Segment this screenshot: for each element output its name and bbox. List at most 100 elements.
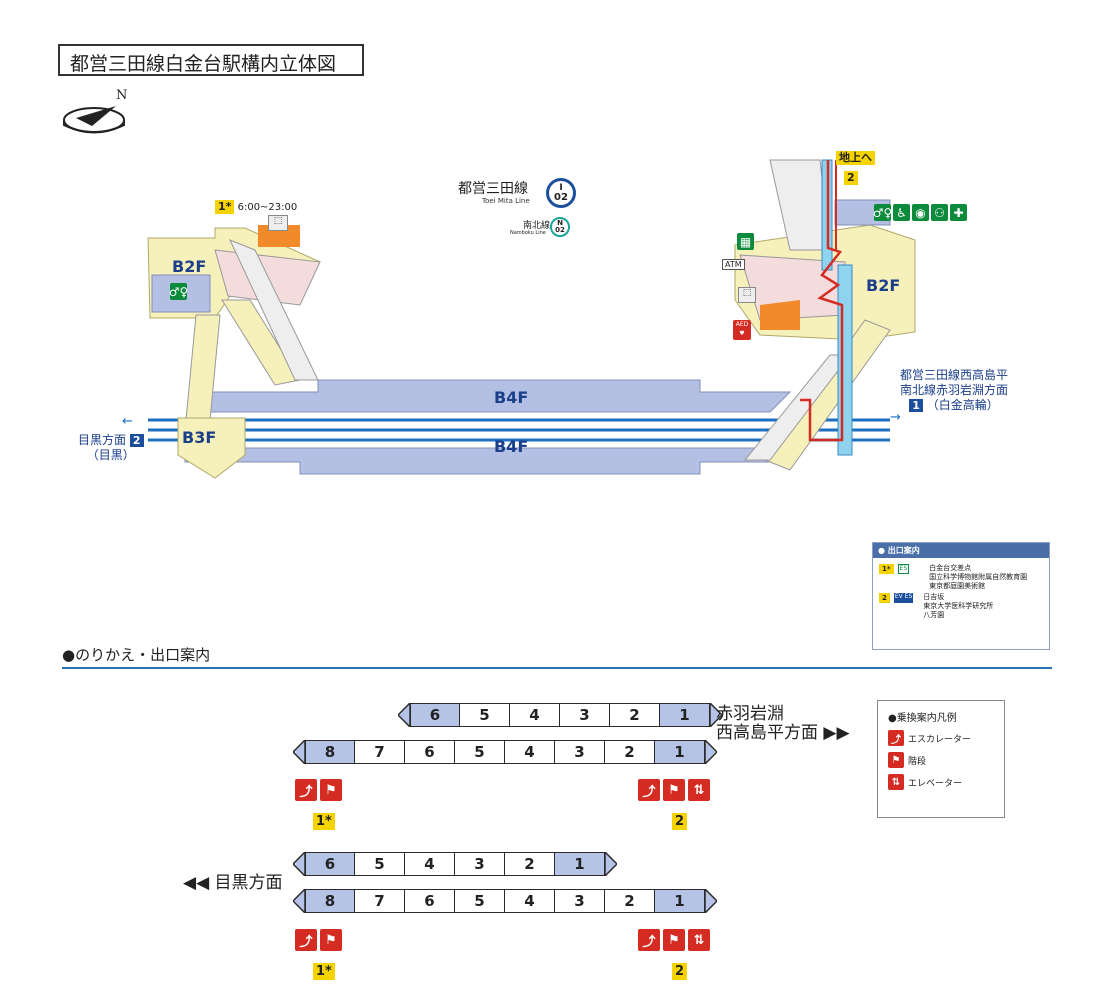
car: 3 bbox=[555, 740, 605, 764]
namboku-line-letter: N bbox=[557, 219, 563, 227]
train-nose-left-icon bbox=[398, 703, 410, 727]
car: 3 bbox=[555, 889, 605, 913]
direction-left-sub: （目黒） bbox=[86, 448, 135, 462]
toilet-icon: ♂♀ bbox=[872, 204, 893, 221]
platform-b4f-upper bbox=[204, 379, 792, 413]
stairs-icon: ⚑ bbox=[320, 929, 342, 951]
exit-guide-facility-2: EV ES bbox=[893, 593, 914, 603]
exit-guide-legend: ● 出口案内 1* ES 白金台交差点 国立科学博物館附属自然教育園 東京都庭園… bbox=[872, 542, 1050, 650]
direction-right: 都営三田線西高島平 南北線赤羽岩淵方面 1 （白金高輪） bbox=[900, 368, 1008, 413]
car: 5 bbox=[355, 852, 405, 876]
toilet-icon: ♂♀ bbox=[168, 283, 189, 300]
legend-stairs-label: 階段 bbox=[908, 756, 927, 767]
train-row-3: 6 5 4 3 2 1 bbox=[293, 852, 617, 876]
locker-icon: ▦ bbox=[737, 233, 754, 250]
exit-guide-dest: 八芳園 bbox=[923, 611, 945, 619]
exit-badge-1: 1* bbox=[313, 813, 335, 830]
exit-guide-dest: 東京大学医科学研究所 bbox=[923, 602, 994, 610]
ostomate-icon: ✚ bbox=[950, 204, 967, 221]
stairs-icon: ⚑ bbox=[663, 779, 685, 801]
exit-guide-dest: 白金台交差点 bbox=[929, 564, 972, 572]
transfer-section-title: ●のりかえ・出口案内 bbox=[62, 646, 211, 664]
elevator-icon: ⇅ bbox=[688, 779, 710, 801]
car: 6 bbox=[410, 703, 460, 727]
level-b3f bbox=[177, 417, 246, 479]
direction-right-line2: 南北線赤羽岩淵方面 bbox=[900, 383, 1009, 397]
upper-direction-line1: 赤羽岩淵 bbox=[716, 704, 784, 724]
atm-label: ATM bbox=[722, 259, 745, 270]
car: 6 bbox=[405, 740, 455, 764]
legend-elevator-label: エレベーター bbox=[908, 778, 963, 789]
office-right bbox=[760, 300, 800, 330]
train-nose-right-icon bbox=[605, 852, 617, 876]
lower-right-facilities: ⤴ ⚑ ⇅ bbox=[638, 929, 713, 951]
to-ground-label: 地上へ bbox=[836, 151, 875, 165]
car: 8 bbox=[305, 889, 355, 913]
train-nose-left-icon bbox=[293, 852, 305, 876]
compass-icon bbox=[63, 106, 125, 134]
mita-line-letter: I bbox=[559, 183, 563, 193]
car: 2 bbox=[610, 703, 660, 727]
arrow-right-icon: → bbox=[890, 410, 901, 425]
legend-row-elevator: ⇅ エレベーター bbox=[888, 774, 994, 790]
facility-icons-right: ♂♀ ♿ ◉ ⚇ ✚ bbox=[872, 204, 967, 221]
exit-guide-exit-2: 2 bbox=[879, 593, 890, 603]
lower-direction: ◀◀ 目黒方面 bbox=[183, 873, 283, 893]
train-nose-left-icon bbox=[293, 740, 305, 764]
aed-icon: AED♥ bbox=[733, 320, 751, 340]
direction-right-platform: 1 （白金高輪） bbox=[900, 398, 1008, 413]
car: 8 bbox=[305, 740, 355, 764]
platform-b4f-lower bbox=[184, 447, 791, 475]
aed-label: AED bbox=[735, 321, 749, 328]
station-3d-diagram bbox=[147, 159, 916, 479]
car: 6 bbox=[405, 889, 455, 913]
platform-2-badge: 2 bbox=[129, 434, 144, 447]
legend-row-escalator: ⤴ エスカレーター bbox=[888, 730, 994, 746]
section-divider bbox=[62, 667, 1052, 669]
car: 2 bbox=[505, 852, 555, 876]
exit-guide-dest: 国立科学博物館附属自然教育園 bbox=[929, 573, 1028, 581]
legend-escalator-label: エスカレーター bbox=[908, 734, 972, 745]
car: 7 bbox=[355, 889, 405, 913]
train-row-2: 8 7 6 5 4 3 2 1 bbox=[293, 740, 717, 764]
car: 1 bbox=[660, 703, 710, 727]
exit-badge-2: 2 bbox=[672, 963, 688, 980]
stairs-icon: ⚑ bbox=[663, 929, 685, 951]
car: 2 bbox=[605, 889, 655, 913]
baby-icon: ◉ bbox=[912, 204, 929, 221]
car: 5 bbox=[455, 889, 505, 913]
exit-guide-dest: 日吉坂 bbox=[923, 593, 945, 601]
exit-badge-1: 1* bbox=[313, 963, 335, 980]
direction-right-sub: （白金高輪） bbox=[926, 398, 999, 412]
direction-left-main: 目黒方面 bbox=[78, 433, 127, 447]
stairs-icon: ⚑ bbox=[320, 779, 342, 801]
car: 4 bbox=[505, 740, 555, 764]
upper-right-facilities: ⤴ ⚑ ⇅ bbox=[638, 779, 713, 801]
namboku-station-number-icon: N 02 bbox=[550, 217, 570, 237]
car: 1 bbox=[555, 852, 605, 876]
car: 3 bbox=[560, 703, 610, 727]
floor-label-b4f-lower: B4F bbox=[494, 437, 529, 456]
car: 5 bbox=[460, 703, 510, 727]
mita-station-number: 02 bbox=[554, 192, 568, 203]
ticket-office-icon: ⬚ bbox=[738, 287, 756, 303]
legend-row-stairs: ⚑ 階段 bbox=[888, 752, 994, 768]
upper-left-facilities: ⤴ ⚑ bbox=[295, 779, 345, 801]
stairs-left bbox=[185, 239, 319, 421]
platform-1-badge: 1 bbox=[909, 399, 923, 412]
direction-right-line1: 都営三田線西高島平 bbox=[900, 368, 1009, 382]
exit-guide-facility-1: ES bbox=[897, 564, 910, 574]
escalator-icon: ⤴ bbox=[295, 779, 317, 801]
floor-label-b2f-left: B2F bbox=[172, 257, 207, 276]
train-nose-left-icon bbox=[293, 889, 305, 913]
exit1-hours: 6:00~23:00 bbox=[237, 202, 298, 213]
exit-guide-row-1: 1* ES 白金台交差点 国立科学博物館附属自然教育園 東京都庭園美術館 bbox=[879, 564, 1043, 591]
car: 7 bbox=[355, 740, 405, 764]
train-nose-right-icon bbox=[705, 889, 717, 913]
accessible-icon: ♿ bbox=[893, 204, 910, 221]
car: 4 bbox=[505, 889, 555, 913]
ticket-office-icon: ⬚ bbox=[268, 215, 288, 231]
escalator-icon: ⤴ bbox=[888, 730, 904, 746]
floor-label-b2f-right: B2F bbox=[866, 276, 901, 295]
mita-line-label: 都営三田線 bbox=[458, 181, 528, 197]
